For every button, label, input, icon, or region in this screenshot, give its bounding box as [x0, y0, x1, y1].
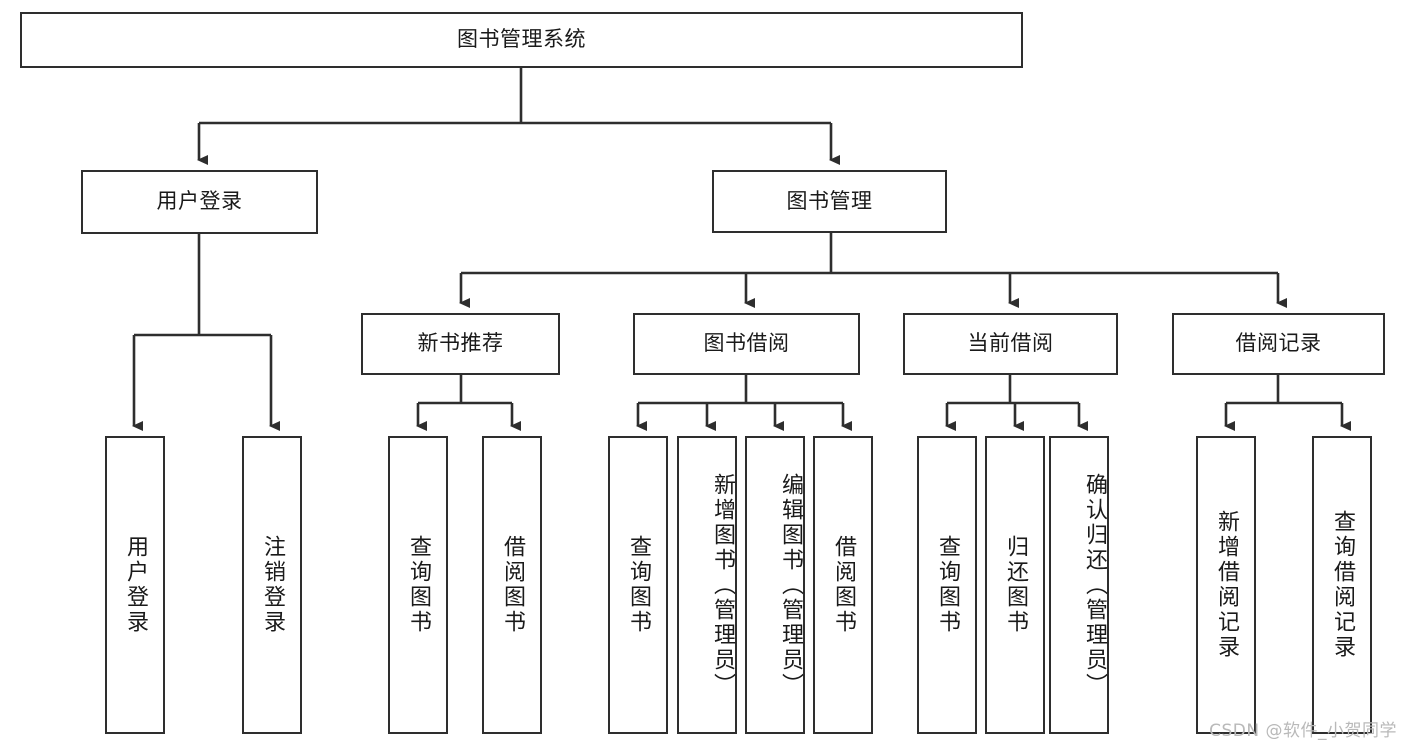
- node-book-borrow[interactable]: 图书借阅: [633, 313, 860, 375]
- leaf-add-book-admin[interactable]: 新增图书（管理员）: [677, 436, 737, 734]
- node-root-system[interactable]: 图书管理系统: [20, 12, 1023, 68]
- node-user-login[interactable]: 用户登录: [81, 170, 318, 234]
- node-book-management[interactable]: 图书管理: [712, 170, 947, 233]
- leaf-confirm-return-admin[interactable]: 确认归还（管理员）: [1049, 436, 1109, 734]
- leaf-query-book-recommend[interactable]: 查询图书: [388, 436, 448, 734]
- leaf-borrow-book[interactable]: 借阅图书: [813, 436, 873, 734]
- leaf-add-borrow-record[interactable]: 新增借阅记录: [1196, 436, 1256, 734]
- node-new-book-recommend[interactable]: 新书推荐: [361, 313, 560, 375]
- leaf-edit-book-admin[interactable]: 编辑图书（管理员）: [745, 436, 805, 734]
- leaf-logout[interactable]: 注销登录: [242, 436, 302, 734]
- leaf-return-book[interactable]: 归还图书: [985, 436, 1045, 734]
- leaf-query-book-current[interactable]: 查询图书: [917, 436, 977, 734]
- leaf-user-login[interactable]: 用户登录: [105, 436, 165, 734]
- leaf-borrow-book-recommend[interactable]: 借阅图书: [482, 436, 542, 734]
- node-borrow-record[interactable]: 借阅记录: [1172, 313, 1385, 375]
- node-current-borrow[interactable]: 当前借阅: [903, 313, 1118, 375]
- leaf-query-book-borrow[interactable]: 查询图书: [608, 436, 668, 734]
- csdn-watermark: CSDN @软件_小贺同学: [1209, 721, 1397, 741]
- leaf-query-borrow-record[interactable]: 查询借阅记录: [1312, 436, 1372, 734]
